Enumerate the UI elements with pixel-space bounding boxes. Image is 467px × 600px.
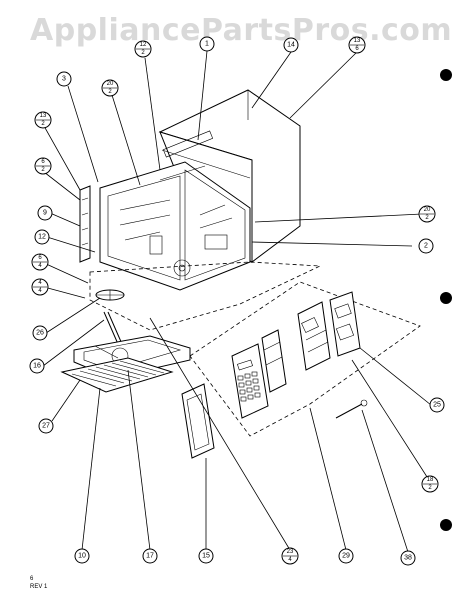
callout-label: 15 (202, 553, 210, 560)
control-module-bracket (297, 301, 331, 371)
callout-label: 14 (287, 42, 295, 49)
callout-29: 29 (338, 548, 354, 564)
fraction-denominator: 2 (428, 485, 432, 491)
fraction-denominator: 4 (38, 288, 42, 294)
callout-13-over-6: 13 6 (348, 36, 366, 54)
leader-lines (42, 50, 432, 553)
fraction-denominator: 2 (141, 50, 145, 56)
callout-9: 9 (37, 205, 53, 221)
fraction-numerator: 20 (424, 207, 431, 213)
callout-label: 25 (433, 402, 441, 409)
callout-20-over-2-top: 20 2 (101, 79, 119, 97)
callout-18-over-2: 18 2 (421, 475, 439, 493)
callout-label: 27 (42, 423, 50, 430)
callout-17: 17 (142, 548, 158, 564)
callout-13-over-2: 13 2 (34, 111, 52, 129)
oven-cavity-chassis (99, 130, 251, 291)
filter-grid (60, 357, 174, 393)
registration-dot-top (440, 69, 452, 81)
side-panel (79, 185, 91, 263)
callout-label: 10 (78, 553, 86, 560)
door-panel (181, 383, 215, 459)
callout-label: 26 (36, 330, 44, 337)
control-panel-face (231, 343, 269, 419)
registration-dot-middle (440, 292, 452, 304)
control-panel-outline-dashed (189, 281, 421, 437)
fraction-denominator: 2 (425, 215, 429, 221)
callout-12: 12 (34, 229, 50, 245)
callout-26: 26 (32, 325, 48, 341)
callout-6-over-2: 6 2 (34, 157, 52, 175)
watermark-text: AppliancePartsPros.com (30, 13, 452, 48)
fraction-denominator: 4 (288, 557, 292, 563)
callout-14: 14 (283, 37, 299, 53)
callout-label: 17 (146, 553, 154, 560)
fraction-denominator: 2 (108, 89, 112, 95)
fraction-numerator: 6 (38, 255, 42, 261)
fraction-numerator: 13 (40, 113, 47, 119)
callout-label: 2 (424, 243, 428, 250)
callout-6-over-4: 6 4 (31, 253, 49, 271)
fraction-numerator: 18 (427, 477, 434, 483)
fraction-numerator: 4 (38, 280, 42, 286)
thermistor-probe (335, 399, 368, 419)
callout-15: 15 (198, 548, 214, 564)
fraction-numerator: 13 (354, 38, 361, 44)
callout-3: 3 (56, 71, 72, 87)
callout-23-over-4: 23 4 (281, 547, 299, 565)
callout-label: 3 (62, 76, 66, 83)
callout-4-over-4: 4 4 (31, 278, 49, 296)
fraction-numerator: 20 (107, 81, 114, 87)
stirrer-assembly (95, 289, 125, 301)
control-circuit-board (261, 329, 287, 393)
base-outline-dashed (89, 261, 321, 331)
callout-38: 38 (400, 550, 416, 566)
callout-label: 29 (342, 553, 350, 560)
fraction-numerator: 12 (140, 42, 147, 48)
callout-20-over-2-right: 20 2 (418, 205, 436, 223)
callout-25: 25 (429, 397, 445, 413)
callout-12-over-2: 12 2 (134, 40, 152, 58)
callout-2: 2 (418, 238, 434, 254)
revision-label: REV 1 (30, 584, 48, 590)
callout-10: 10 (74, 548, 90, 564)
fraction-numerator: 23 (287, 549, 294, 555)
callout-27: 27 (38, 418, 54, 434)
fraction-denominator: 2 (41, 121, 45, 127)
revision-number: 6 (30, 576, 34, 582)
registration-dot-bottom (440, 519, 452, 531)
drive-shaft (103, 311, 123, 345)
callout-label: 1 (205, 41, 209, 48)
callout-label: 9 (43, 210, 47, 217)
callout-label: 16 (33, 363, 41, 370)
fraction-numerator: 6 (41, 159, 45, 165)
relay-board (329, 291, 361, 357)
callout-1: 1 (199, 36, 215, 52)
fraction-denominator: 6 (355, 46, 359, 52)
fraction-denominator: 4 (38, 263, 42, 269)
callout-label: 12 (38, 234, 46, 241)
fraction-denominator: 2 (41, 167, 45, 173)
callout-label: 38 (404, 555, 412, 562)
callout-16: 16 (29, 358, 45, 374)
